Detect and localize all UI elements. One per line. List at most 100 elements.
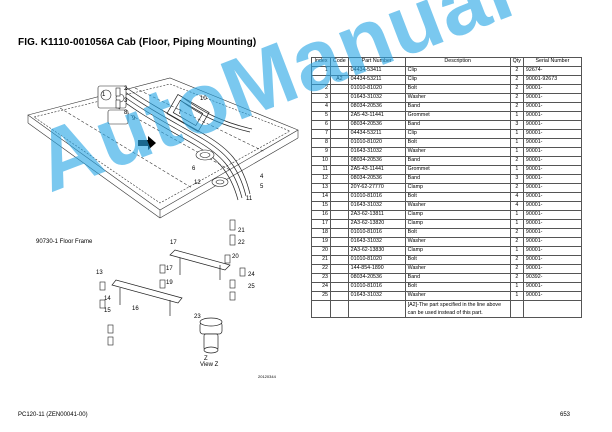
cell-index: 6 <box>311 120 331 130</box>
cell-description: Clamp <box>404 246 511 256</box>
cell-index: 18 <box>311 228 331 238</box>
callout-25: 25 <box>248 284 255 290</box>
cell-index: 25 <box>311 291 331 301</box>
cell-part-number: 04434-53411 <box>347 66 406 76</box>
cell-code <box>330 66 349 76</box>
cell-description: Clamp <box>404 219 511 229</box>
cell-description: Washer <box>404 147 511 157</box>
callout-11: 11 <box>246 196 253 202</box>
cell-code <box>330 156 349 166</box>
cell-part-number: 01643-31032 <box>347 201 406 211</box>
floor-frame-label: 90730-1 Floor Frame <box>36 239 93 245</box>
callout-4: 4 <box>260 174 264 180</box>
cell-serial-number: 90001- <box>522 219 582 229</box>
z-label: Z <box>204 356 208 362</box>
callout-2: 2 <box>124 86 128 92</box>
cell-index: 12 <box>311 174 331 184</box>
cell-code <box>330 264 349 274</box>
cell-part-number: 08034-20536 <box>347 174 406 184</box>
callout-6: 6 <box>192 166 196 172</box>
cell-code <box>330 84 349 94</box>
cell-qty: 2 <box>509 84 524 94</box>
cell-index: 19 <box>311 237 331 247</box>
cell-serial-number: 90001- <box>522 264 582 274</box>
cell-qty: 1 <box>509 282 524 292</box>
cell-part-number: 01643-31032 <box>347 93 406 103</box>
cell-serial-number: 90001- <box>522 147 582 157</box>
footer-model: PC120-11 (ZEN00041-00) <box>18 412 88 418</box>
cell-part-number: 01010-81020 <box>347 255 406 265</box>
cell-code <box>330 246 349 256</box>
cell-description: Band <box>404 273 511 283</box>
cell-qty: 1 <box>509 111 524 121</box>
cell-index: 11 <box>311 165 331 175</box>
cell-serial-number: 90001- <box>522 129 582 139</box>
callout-10: 10 <box>200 96 207 102</box>
cell-code <box>330 282 349 292</box>
cell-qty: 1 <box>509 291 524 301</box>
cell-part-number: 20Y-62-27770 <box>347 183 406 193</box>
cell-description: Clip <box>404 129 511 139</box>
cell-serial-number: 90001- <box>522 282 582 292</box>
callout-21: 21 <box>238 228 245 234</box>
cell-index: 24 <box>311 282 331 292</box>
callout-16: 16 <box>132 306 139 312</box>
cell-index: 9 <box>311 147 331 157</box>
cell-qty: 2 <box>509 237 524 247</box>
cell-part-number: 01010-81016 <box>347 228 406 238</box>
cell-index: 7 <box>311 129 331 139</box>
cell-description: Clip <box>404 75 511 85</box>
cell-description: Clip <box>404 66 511 76</box>
cell-qty: 1 <box>509 210 524 220</box>
table-header-row: Index Code Part Number Description Qty S… <box>311 57 582 67</box>
cell-serial-number: 90001- <box>522 237 582 247</box>
cell-serial-number: 90392- <box>522 273 582 283</box>
cell-description: Washer <box>404 291 511 301</box>
cell-description: Clamp <box>404 183 511 193</box>
cell-index: 13 <box>311 183 331 193</box>
header-index: Index <box>311 57 331 67</box>
cell-code <box>330 228 349 238</box>
cell-qty: 1 <box>509 246 524 256</box>
callout-15: 15 <box>104 308 111 314</box>
callout-5: 5 <box>260 184 264 190</box>
cell-serial-number: 90001- <box>522 84 582 94</box>
cell-part-number: 2A3-62-13811 <box>347 210 406 220</box>
cell-qty: 2 <box>509 156 524 166</box>
cell-part-number: 01643-31032 <box>347 237 406 247</box>
callout-20: 20 <box>232 254 239 260</box>
cell-index: 10 <box>311 156 331 166</box>
cell-serial-number: 90001- <box>522 120 582 130</box>
cell-description: Band <box>404 156 511 166</box>
pipe-bundle-drawing <box>114 85 253 201</box>
cell-qty: 2 <box>509 264 524 274</box>
cell-serial-number: 90001-92673 <box>522 75 582 85</box>
cell-index: 17 <box>311 219 331 229</box>
cell-code <box>330 273 349 283</box>
cell-part-number: 2A5-43-11441 <box>347 165 406 175</box>
cell-description: Bolt <box>404 228 511 238</box>
bolt-drawing <box>99 87 246 346</box>
cell-index: 1 <box>311 66 331 76</box>
cell-part-number: 2A3-62-13820 <box>347 219 406 229</box>
cell-part-number: 2A3-62-13830 <box>347 246 406 256</box>
callout-14: 14 <box>104 296 111 302</box>
view-z-label: View Z <box>200 362 219 368</box>
cell-qty: 2 <box>509 66 524 76</box>
callout-labels: 1 2 3 4 5 6 7 8 9 10 11 12 13 14 15 16 1… <box>96 86 264 320</box>
header-code: Code <box>330 57 349 67</box>
cell-code <box>330 165 349 175</box>
cell-serial-number: 90001- <box>522 201 582 211</box>
